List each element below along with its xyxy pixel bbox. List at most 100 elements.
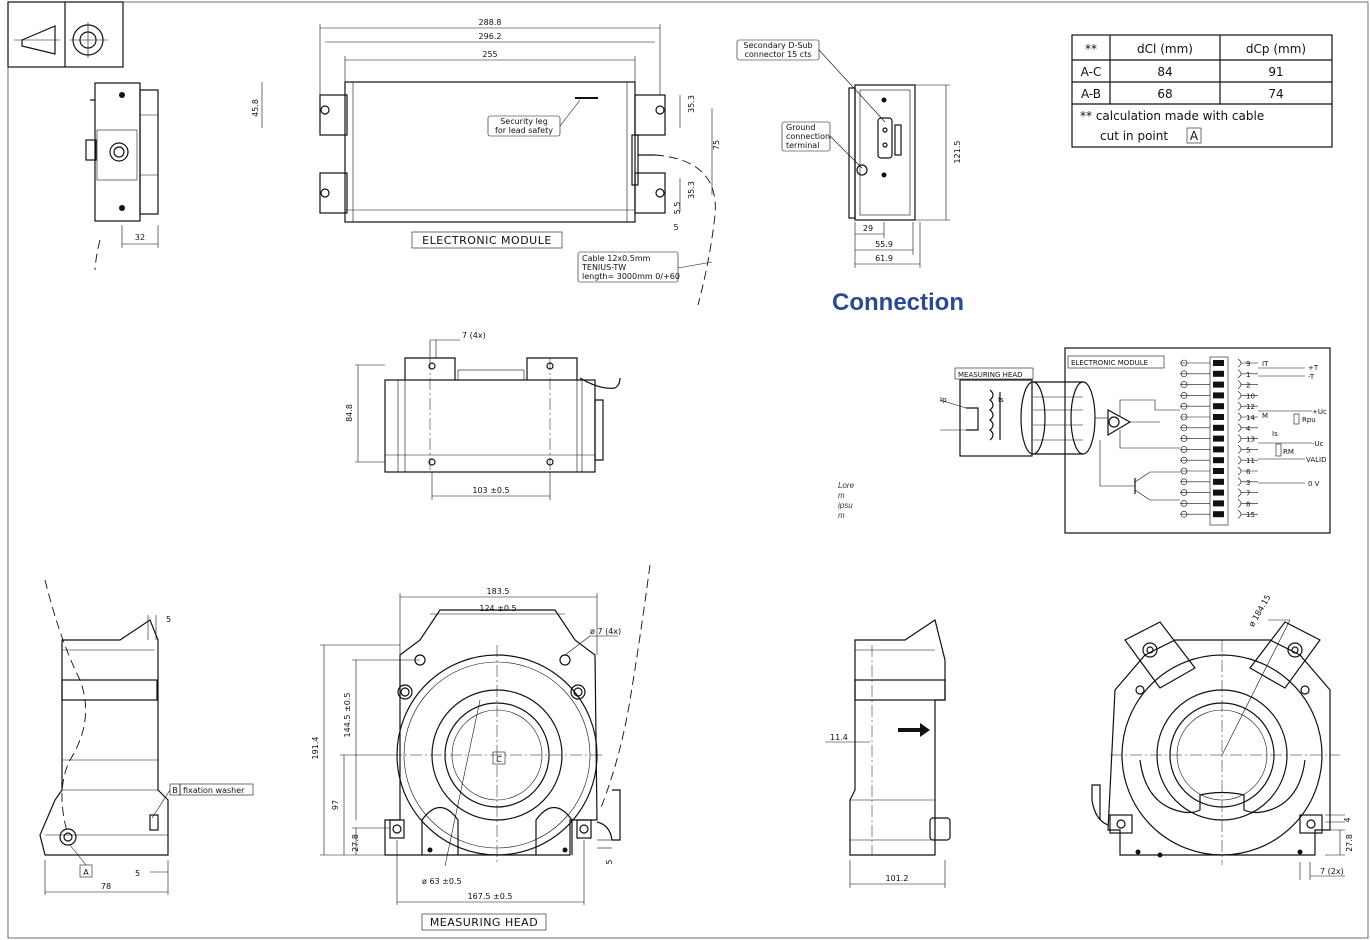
callout-cable-3: length= 3000mm 0/+60: [582, 272, 680, 281]
pin-socket: [1180, 467, 1188, 475]
pin-contact: [1213, 457, 1224, 464]
pin-socket: [1180, 402, 1188, 410]
pin-number: 5: [1246, 446, 1250, 454]
callout-dsub-2: connector 15 cts: [744, 50, 811, 59]
head-rear-view: ø 184.15 4 27.8 7 (2x): [1091, 593, 1354, 880]
measuring-head-front-view: C 183.5 124 ±0.5 ø 7 (4x) 191.4 144.5 ±0…: [311, 564, 651, 931]
sch-rpu: Rpu: [1302, 416, 1316, 424]
head-right-side-view: 11.4 101.2: [825, 619, 951, 888]
connection-schematic: ELECTRONIC MODULE MEASURING HEAD Ip Is 9…: [939, 347, 1331, 534]
pin-contact: [1213, 414, 1224, 420]
pin-number: 12: [1246, 403, 1255, 411]
pin-number: 1: [1246, 371, 1250, 379]
left-dim-width: 78: [101, 882, 111, 891]
top-dim-holes: 7 (4x): [462, 331, 486, 340]
pin-contact: [1213, 392, 1224, 399]
head-dim-base: 167.5 ±0.5: [468, 892, 513, 901]
lorem-text: Lore m ipsu m: [838, 481, 855, 520]
table-cell-0-2: 91: [1268, 65, 1283, 79]
head-dim-h1: 191.4: [311, 737, 320, 760]
section-title: Connection: [832, 289, 964, 316]
left-washer-letter: B: [172, 786, 178, 795]
pin-number: 10: [1246, 392, 1255, 400]
pin-number: 6: [1246, 468, 1251, 476]
pin-socket: [1180, 446, 1188, 453]
pin-arc: [1237, 499, 1242, 508]
projection-symbol: [7, 1, 124, 68]
pin-contact: [1213, 478, 1224, 485]
lorem-line-2: m: [838, 491, 845, 500]
rear-dim-dia: ø 184.15: [1247, 593, 1273, 628]
rear-dim-holes: 7 (2x): [1320, 867, 1344, 876]
dim-height: 45.8: [251, 99, 260, 117]
pin-arc: [1237, 509, 1242, 519]
pin-socket: [1180, 370, 1188, 378]
lorem-line-1: Lore: [838, 481, 855, 490]
connector-body: [1209, 356, 1229, 526]
right-dim-offset: 11.4: [830, 733, 848, 742]
pin-arc: [1237, 466, 1242, 476]
pin-socket: [1180, 456, 1188, 464]
callout-cable-2: TENIUS-TW: [581, 263, 626, 272]
dim-small: 5.5: [673, 202, 682, 215]
sch-measuring-head: MEASURING HEAD: [958, 371, 1023, 379]
left-dim-top: 5: [166, 615, 171, 624]
sch-m: M: [1262, 412, 1268, 420]
dim-side-w1: 29: [863, 224, 873, 233]
sheet-border: [7, 1, 1369, 939]
callout-dsub-1: Secondary D-Sub: [743, 41, 812, 50]
sch-valid: VALID: [1306, 456, 1326, 464]
rear-dim-278: 27.8: [1345, 834, 1354, 852]
lorem-line-4: m: [838, 511, 845, 520]
head-dim-h3: 97: [331, 800, 340, 810]
pin-contact: [1213, 360, 1224, 366]
dim-side-height: 121.5: [953, 141, 962, 164]
sch-zero-v: 0 V: [1308, 480, 1320, 488]
top-view: 84.8 103 ±0.5 7 (4x): [345, 331, 621, 500]
pin-socket: [1180, 435, 1188, 442]
callout-security-leg-1: Security leg: [500, 117, 548, 126]
dim-holes: 296.2: [479, 32, 502, 41]
pin-number: 4: [1246, 425, 1251, 433]
pin-contact: [1213, 511, 1224, 518]
pin-arc: [1237, 445, 1242, 454]
sch-electronic-module: ELECTRONIC MODULE: [1071, 359, 1148, 367]
pin-arc: [1237, 369, 1242, 379]
table-note-line1: ** calculation made with cable: [1080, 109, 1264, 123]
head-dim-h4: 27.8: [351, 834, 360, 852]
electronic-module-front-view: 288.8 296.2 255 45.8 35.3 35.3 75 5.5 5 …: [251, 18, 721, 306]
table-header-2: dCp (mm): [1246, 42, 1306, 56]
pin-socket: [1180, 500, 1188, 507]
dim-side-top: 35.3: [687, 95, 696, 113]
dim-offset: 75: [712, 140, 721, 150]
callout-ground-3: terminal: [786, 141, 819, 150]
pin-number: 14: [1246, 414, 1255, 422]
pin-arc: [1237, 380, 1242, 389]
sch-it: IT: [1262, 360, 1269, 368]
pin-arc: [1237, 412, 1242, 422]
pin-socket: [1180, 381, 1188, 388]
pin-number: 7: [1246, 490, 1250, 498]
pin-contact: [1213, 424, 1224, 431]
dim-side-bottom: 35.3: [687, 181, 696, 199]
measuring-head-caption: MEASURING HEAD: [430, 916, 538, 929]
dim-depth: 32: [135, 233, 145, 242]
head-dim-small: 5: [605, 859, 614, 864]
callout-ground-1: Ground: [786, 123, 815, 132]
dim-side-w2: 55.9: [875, 240, 893, 249]
head-dim-hole-dia: ø 7 (4x): [590, 627, 621, 636]
table-cell-1-2: 74: [1268, 87, 1283, 101]
table-note-line2: cut in point: [1100, 129, 1168, 143]
head-left-side-view: 5 B fixation washer A 78 5: [39, 579, 254, 895]
distance-table: ** dCl (mm) dCp (mm) A-C 84 91 A-B 68 74…: [1071, 34, 1333, 148]
dim-body: 255: [482, 50, 497, 59]
callout-ground-2: connection: [786, 132, 830, 141]
pin-arc: [1237, 434, 1242, 443]
pin-number: 13: [1246, 436, 1255, 444]
pin-arc: [1237, 358, 1242, 368]
table-header-0: **: [1085, 42, 1097, 56]
pin-socket: [1180, 489, 1188, 496]
left-dim-bottom: 5: [135, 869, 140, 878]
left-washer-label: fixation washer: [183, 786, 245, 795]
